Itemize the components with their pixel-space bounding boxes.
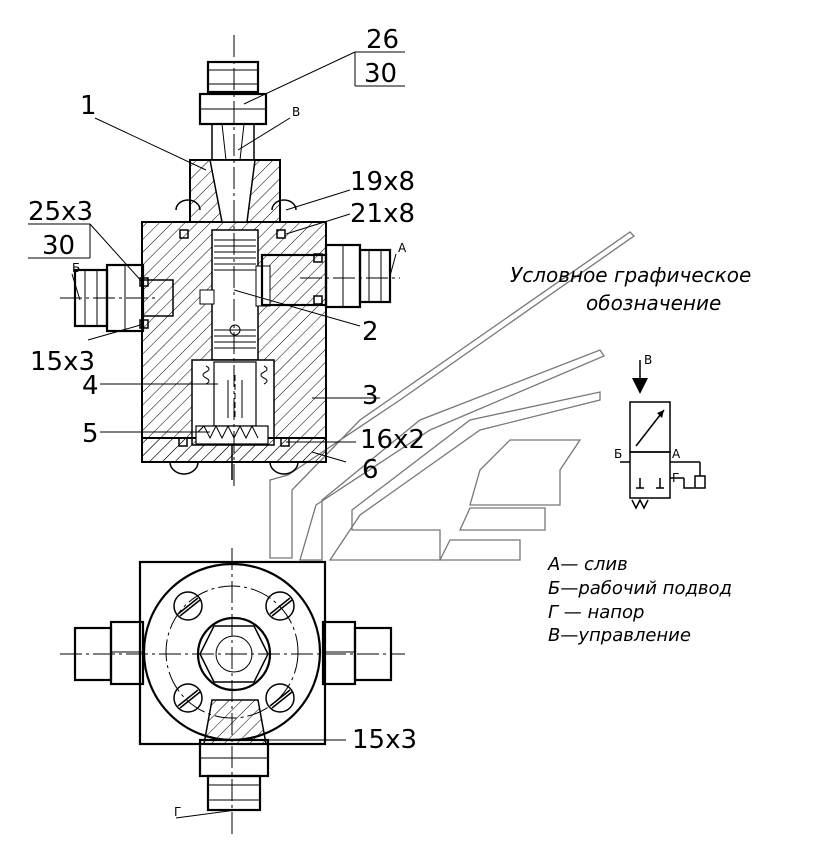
callouts: 26 30 1 В 19x8 21x8 25x3 30 Б А 2 15x3 4… [28,25,425,819]
symbol-port-v: В [644,353,652,367]
legend-item-v: В—управление [548,625,691,646]
callout-25x3: 25x3 [28,197,93,227]
callout-16x2: 16x2 [360,425,425,455]
leader-lines [28,51,405,819]
callout-30-top: 30 [364,59,397,89]
legend-item-a: А— слив [547,554,628,575]
symbol-title-line2: обозначение [586,291,721,315]
symbol-port-b: Б [614,447,622,461]
callout-15x3-bottom: 15x3 [352,725,417,755]
callout-v-top: В [292,105,300,119]
section-view [60,35,400,490]
legend-item-b: Б—рабочий подвод [548,578,732,599]
plan-view [60,548,405,835]
callout-15x3-left: 15x3 [30,347,95,377]
legend: А— слив Б—рабочий подвод Г — напор В—упр… [547,554,732,646]
graphic-symbol: В Б А Г [614,353,706,510]
callout-1: 1 [80,91,97,121]
symbol-title-line1: Условное графическое [510,263,751,287]
callout-2: 2 [362,317,379,347]
callout-a-right: А [398,241,407,255]
symbol-port-g: Г [672,471,679,485]
symbol-port-a: А [672,447,681,461]
legend-item-g: Г — напор [548,602,644,623]
callout-3: 3 [362,381,379,411]
callout-g-bottom: Г [174,805,181,819]
callout-19x8: 19x8 [350,167,415,197]
callout-26: 26 [366,25,399,55]
callout-4: 4 [82,371,99,401]
callout-5: 5 [82,419,99,449]
callout-30-left: 30 [42,231,75,261]
watermark-logo [269,231,636,561]
callout-b-left: Б [72,261,80,275]
callout-21x8: 21x8 [350,199,415,229]
callout-6: 6 [362,455,379,485]
